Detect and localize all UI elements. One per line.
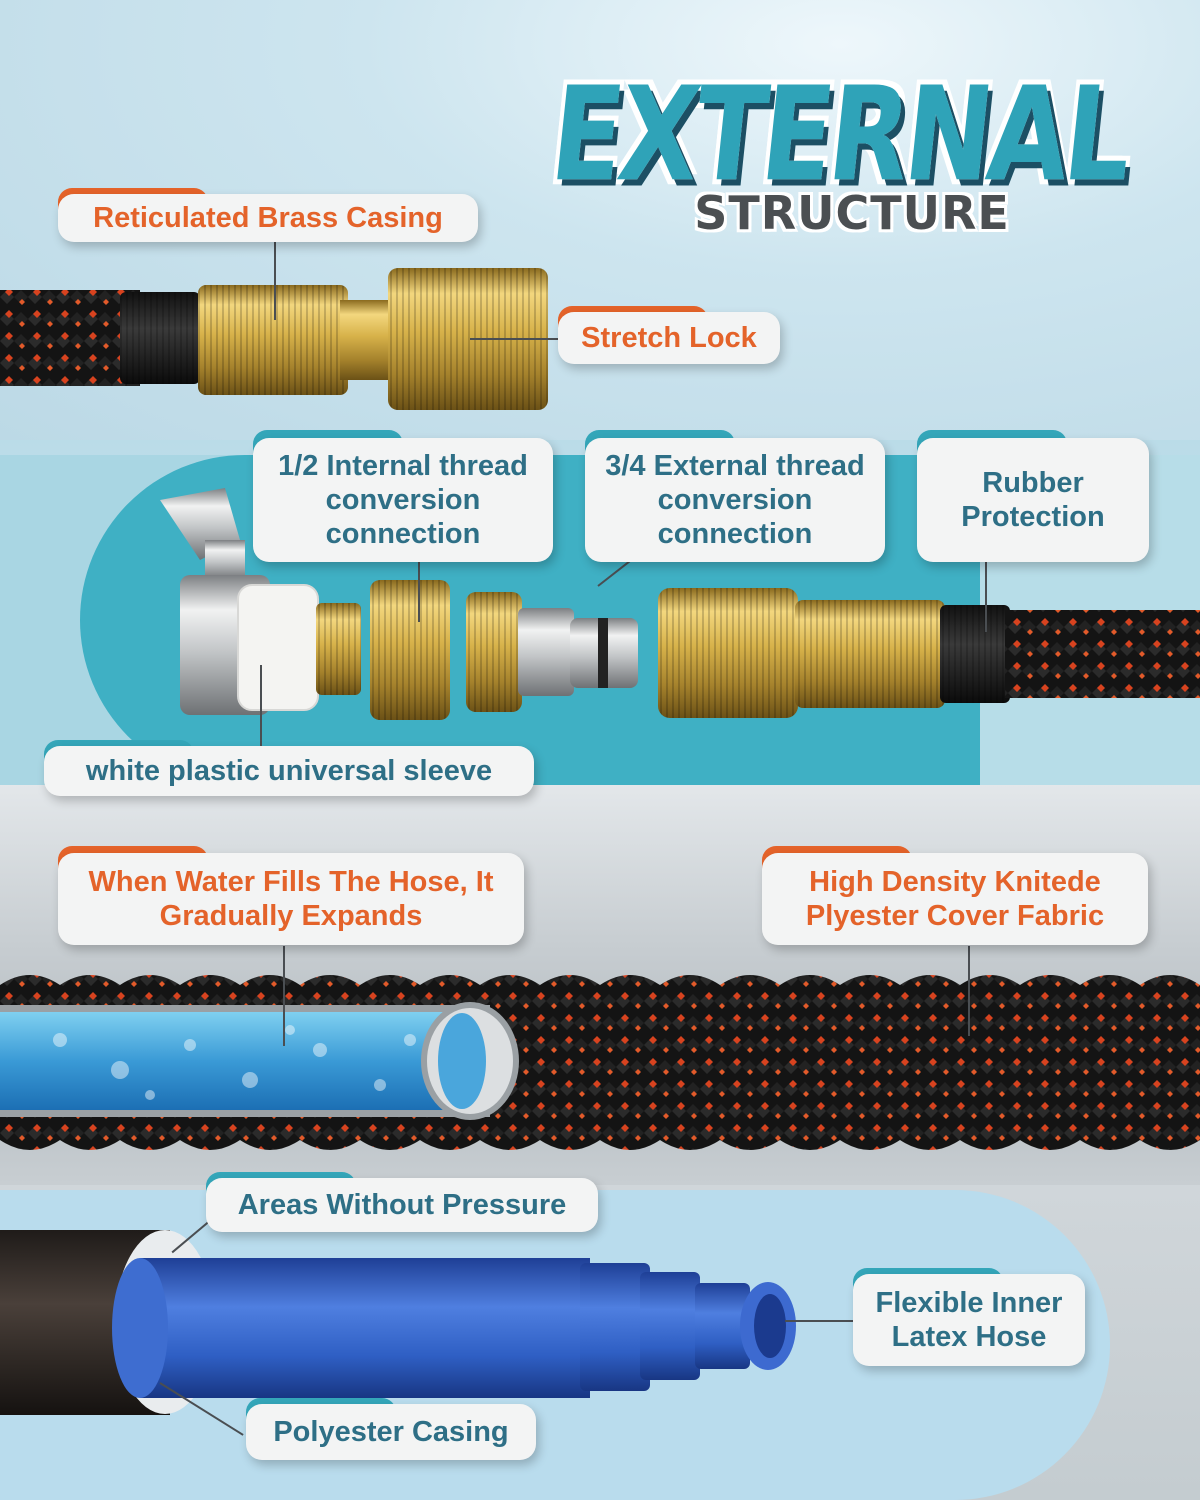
leader-line <box>470 338 558 340</box>
label-inner-latex: Flexible Inner Latex Hose <box>853 1274 1085 1366</box>
label-polyester-casing: Polyester Casing <box>246 1404 536 1460</box>
label-external-thread: 3/4 External thread conversion connectio… <box>585 438 885 562</box>
leader-line <box>785 1320 853 1322</box>
leader-line <box>418 562 420 622</box>
leader-line <box>985 562 987 632</box>
label-plastic-sleeve: white plastic universal sleeve <box>44 746 534 796</box>
label-water-fills: When Water Fills The Hose, It Gradually … <box>58 853 524 945</box>
label-knit-fabric: High Density Knitede Plyester Cover Fabr… <box>762 853 1148 945</box>
label-internal-thread: 1/2 Internal thread conversion connectio… <box>253 438 553 562</box>
label-rubber-protection: Rubber Protection <box>917 438 1149 562</box>
leader-line <box>968 946 970 1036</box>
label-stretch-lock: Stretch Lock <box>558 312 780 364</box>
title-sub: STRUCTURE <box>694 186 1010 240</box>
leader-line <box>274 242 276 320</box>
leader-line <box>260 665 262 747</box>
leader-line <box>283 946 285 1046</box>
label-no-pressure: Areas Without Pressure <box>206 1178 598 1232</box>
label-brass-casing: Reticulated Brass Casing <box>58 194 478 242</box>
